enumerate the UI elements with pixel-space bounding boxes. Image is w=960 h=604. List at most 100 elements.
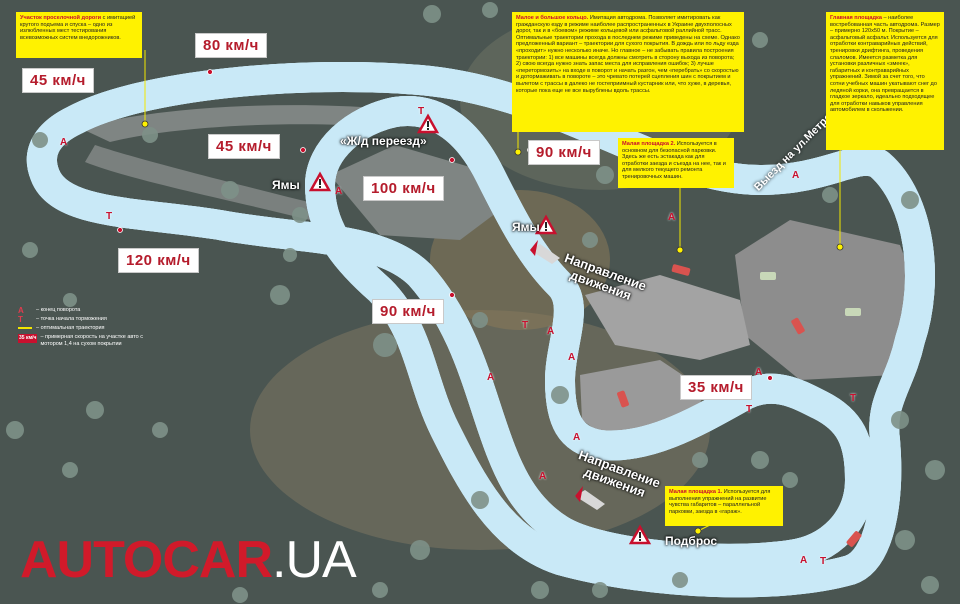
tree <box>782 472 798 488</box>
legend-speed-symbol: 35 км/ч <box>18 334 38 343</box>
speed-label: 45 км/ч <box>22 68 94 93</box>
tree <box>592 582 608 598</box>
legend-line-text: – оптимальная траектория <box>36 325 105 331</box>
tree <box>6 421 24 439</box>
legend-row: Т – точка начала торможения <box>18 315 166 324</box>
note-small-pad-2: Малая площадка 2. Используется в основно… <box>618 138 734 188</box>
speed-label: 90 км/ч <box>528 140 600 165</box>
main-pad <box>735 220 920 380</box>
tree <box>582 232 598 248</box>
tree <box>596 166 614 184</box>
tree <box>472 312 488 328</box>
tree <box>86 401 104 419</box>
map-legend: А – конец поворота Т – точка начала торм… <box>18 307 166 350</box>
tree <box>925 460 945 480</box>
brand-main: AUTOCAR <box>20 531 273 589</box>
tree <box>63 293 77 307</box>
car-icon <box>617 390 629 408</box>
tree <box>531 581 549 599</box>
note-main-pad: Главная площадка – наиболее востребованн… <box>826 12 944 150</box>
tree <box>292 207 308 223</box>
turn-end-marker: А <box>800 555 808 566</box>
tree <box>62 462 78 478</box>
speed-label: 80 км/ч <box>195 33 267 58</box>
legend-line-symbol <box>18 325 36 332</box>
turn-end-marker: А <box>547 326 555 337</box>
pits-label: Ямы <box>272 178 300 192</box>
tree <box>22 242 38 258</box>
legend-a-text: – конец поворота <box>36 307 81 313</box>
warning-sign <box>534 214 558 235</box>
tree <box>221 181 239 199</box>
braking-marker: Т <box>850 393 857 404</box>
note-small-pad-1: Малая площадка 1. Используется для выпол… <box>665 486 783 526</box>
turn-end-marker: А <box>755 367 763 378</box>
tree <box>471 491 489 509</box>
legend-speed-text: – примерная скорость на участке авто с м… <box>40 334 143 347</box>
note-title: Малая площадка 1. <box>669 489 723 495</box>
direction-arrow-1 <box>530 240 560 264</box>
note-pins <box>141 120 844 535</box>
braking-marker: Т <box>522 320 529 331</box>
turn-end-marker: А <box>539 471 547 482</box>
note-title: Малое и большое кольцо. <box>516 15 589 21</box>
turn-end-marker: А <box>487 372 495 383</box>
speed-label: 120 км/ч <box>118 248 199 273</box>
legend-a-symbol: А <box>18 306 24 315</box>
warning-sign <box>416 113 440 134</box>
direction-arrow-2 <box>575 486 605 510</box>
warning-sign <box>628 524 652 545</box>
tree <box>152 422 168 438</box>
tree <box>822 187 838 203</box>
braking-marker: Т <box>418 106 425 117</box>
warning-sign <box>308 171 332 192</box>
tree <box>32 132 48 148</box>
turn-end-marker: А <box>792 170 800 181</box>
legend-row: – оптимальная траектория <box>18 325 166 332</box>
legend-t-symbol: Т <box>18 315 23 324</box>
tree <box>672 572 688 588</box>
speed-label: 35 км/ч <box>680 375 752 400</box>
tree <box>752 32 768 48</box>
dirt-road <box>80 105 400 142</box>
car-icon <box>845 308 861 316</box>
tree <box>551 386 569 404</box>
note-body: Используется в основном для безопасной п… <box>622 141 726 180</box>
tree <box>891 411 909 429</box>
car-icon <box>791 317 805 335</box>
note-title: Малая площадка 2. <box>622 141 676 147</box>
autocar-logo: AUTOCAR.UA <box>20 530 357 590</box>
braking-marker: Т <box>746 404 753 415</box>
tree <box>895 530 915 550</box>
tree <box>482 2 498 18</box>
note-title: Участок проселочной дороги <box>20 15 102 21</box>
braking-marker: Т <box>820 556 827 567</box>
dirt-road-2 <box>85 145 320 220</box>
turn-end-marker: А <box>335 186 343 197</box>
note-dirt-road: Участок проселочной дороги с имитацией к… <box>16 12 142 58</box>
car-icon <box>846 531 862 547</box>
braking-marker: Т <box>106 211 113 222</box>
speed-label: 100 км/ч <box>363 176 444 201</box>
railway-crossing-label: «Ж/д переезд» <box>340 134 427 148</box>
legend-t-text: – точка начала торможения <box>36 316 107 322</box>
speed-label: 45 км/ч <box>208 134 280 159</box>
tree <box>142 127 158 143</box>
legend-row: 35 км/ч – примерная скорость на участке … <box>18 334 166 348</box>
tree <box>751 451 769 469</box>
bump-label: Подброс <box>665 534 718 548</box>
turn-end-marker: А <box>573 432 581 443</box>
tree <box>921 576 939 594</box>
tree <box>901 191 919 209</box>
tree <box>410 540 430 560</box>
turn-end-marker: А <box>668 212 676 223</box>
legend-row: А – конец поворота <box>18 306 166 315</box>
note-body: – наиболее востребованная часть автодром… <box>830 15 940 114</box>
tree <box>692 452 708 468</box>
car-icon <box>760 272 776 280</box>
tree <box>373 333 397 357</box>
tree <box>283 248 297 262</box>
note-rings: Малое и большое кольцо. Имитация автодро… <box>512 12 744 132</box>
note-body: Используется для выполнения упражнений н… <box>669 489 771 515</box>
